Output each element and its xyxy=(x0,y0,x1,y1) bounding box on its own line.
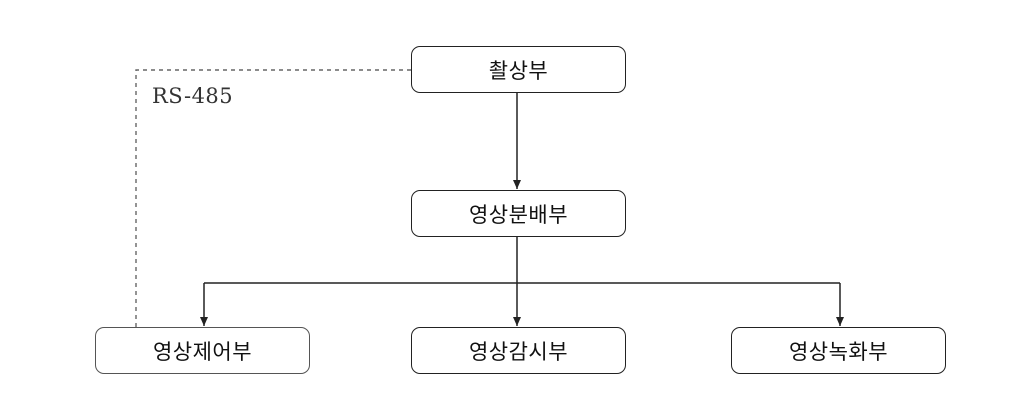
node-distributor: 영상분배부 xyxy=(411,190,626,237)
rs485-link-label: RS-485 xyxy=(152,84,234,108)
node-monitor: 영상감시부 xyxy=(411,327,626,374)
edge-control-to-capture-dashed xyxy=(135,69,411,327)
node-capture: 촬상부 xyxy=(411,46,626,93)
node-control: 영상제어부 xyxy=(95,327,310,374)
node-recorder: 영상녹화부 xyxy=(731,327,946,374)
